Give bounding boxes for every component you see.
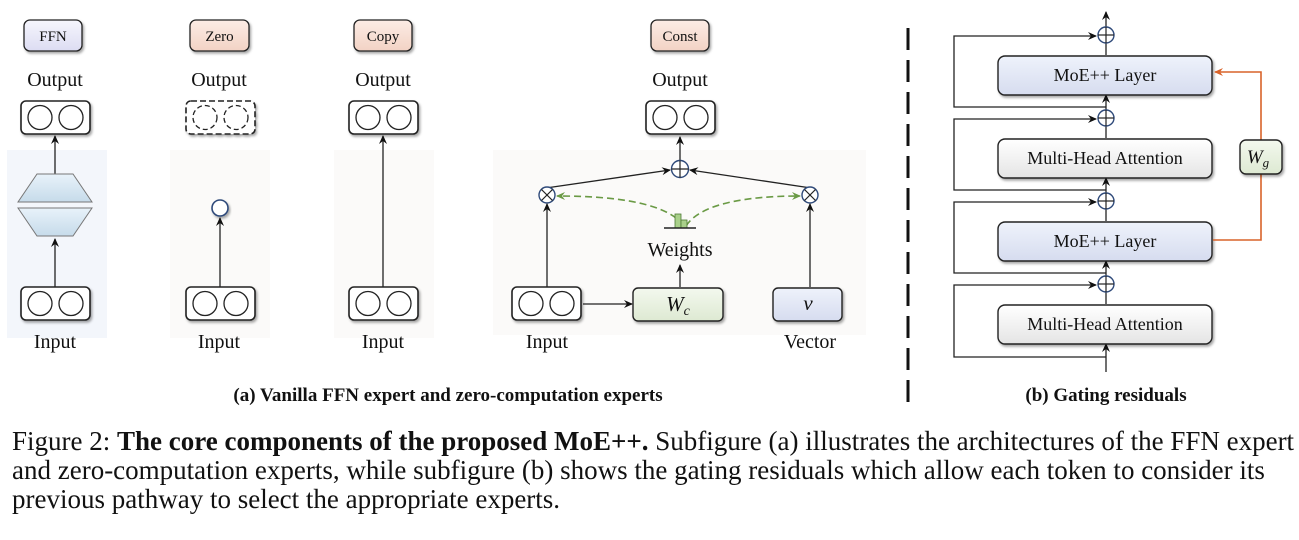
wc-box — [632, 287, 724, 322]
const-right-to-add — [689, 167, 812, 189]
subcaption-a: (a) Vanilla FFN expert and zero-computat… — [233, 385, 662, 406]
residual-loop-1 — [953, 281, 1106, 358]
zero-tag — [189, 19, 250, 52]
const-left-to-add — [545, 167, 671, 189]
copy-tag — [353, 19, 413, 52]
wg-letter: W — [1247, 147, 1265, 168]
caption-body: Subfigure (a) illustrates the architectu… — [12, 426, 1295, 514]
residual-loop-4 — [953, 32, 1106, 108]
weight-right-dashed-arrow — [685, 192, 801, 227]
gate-path-lower — [1213, 174, 1262, 241]
copy-output-label: Output — [355, 69, 411, 91]
ffn-input-label: Input — [34, 331, 77, 353]
layer-box-mha-bottom — [997, 304, 1213, 345]
vector-label: Vector — [784, 331, 837, 353]
ffn-expert: FFN Output Input — [17, 19, 93, 353]
layer-label: MoE++ Layer — [1054, 65, 1157, 85]
caption-prefix: Figure 2: — [12, 426, 117, 456]
residual-loop-3 — [953, 115, 1106, 191]
const-add-icon — [670, 159, 690, 179]
copy-tag-label: Copy — [367, 29, 400, 45]
zero-node-icon — [211, 199, 229, 217]
zero-output-vector-dashed — [185, 100, 256, 135]
wg-box — [1239, 139, 1283, 175]
copy-input-label: Input — [362, 331, 405, 353]
ffn-tag-label: FFN — [39, 29, 67, 45]
const-multiply-right-icon — [801, 186, 819, 204]
gating-residuals-diagram: Multi-Head Attention MoE++ Layer Multi-H… — [953, 11, 1283, 372]
layer-box-mha-top — [997, 138, 1213, 179]
v-label: v — [803, 291, 813, 315]
gate-path-upper — [1214, 68, 1262, 140]
add-icon — [1097, 26, 1115, 44]
zero-input-label: Input — [198, 331, 241, 353]
zero-expert: Zero Output Input — [185, 19, 256, 353]
weights-label: Weights — [647, 239, 712, 261]
const-tag — [650, 19, 710, 52]
copy-expert: Copy Output Input — [348, 19, 419, 353]
layer-box-moe-bottom — [997, 221, 1213, 262]
const-input-label: Input — [526, 331, 569, 353]
add-icon — [1097, 275, 1115, 293]
layer-box-moe-top — [997, 55, 1213, 96]
figure-canvas: FFN Output Input Zero Output — [7, 11, 1283, 410]
ffn-up-projection — [17, 173, 93, 203]
weight-left-dashed-arrow — [556, 192, 685, 227]
layer-label: Multi-Head Attention — [1027, 314, 1182, 334]
wc-letter: W — [666, 292, 686, 316]
wg-subscript: g — [1263, 155, 1270, 170]
ffn-input-vector — [20, 286, 91, 321]
ffn-output-label: Output — [27, 69, 83, 91]
figure-caption: Figure 2: The core components of the pro… — [12, 427, 1297, 514]
wg-label: Wg — [1247, 147, 1270, 170]
const-expert: Const Output — [511, 19, 843, 353]
copy-input-vector — [348, 286, 419, 321]
layer-label: Multi-Head Attention — [1027, 148, 1182, 168]
ffn-tag — [23, 19, 83, 52]
const-input-vector — [511, 286, 582, 321]
wc-label: Wc — [666, 292, 691, 319]
ffn-output-vector — [20, 100, 91, 135]
const-output-label: Output — [652, 69, 708, 91]
zero-output-label: Output — [191, 69, 247, 91]
const-multiply-left-icon — [538, 186, 556, 204]
caption-bold-title: The core components of the proposed MoE+… — [117, 426, 649, 456]
subcaption-b: (b) Gating residuals — [1025, 385, 1186, 406]
residual-loop-2 — [953, 198, 1106, 274]
const-output-vector — [645, 100, 716, 135]
add-icon — [1097, 109, 1115, 127]
zero-tag-label: Zero — [205, 29, 233, 45]
wc-subscript: c — [684, 304, 691, 319]
ffn-down-projection — [17, 207, 93, 237]
zero-input-vector — [185, 286, 256, 321]
copy-output-vector — [348, 100, 419, 135]
add-icon — [1097, 192, 1115, 210]
weights-bar-icon — [664, 213, 696, 229]
const-tag-label: Const — [662, 29, 698, 45]
v-box — [772, 287, 843, 322]
layer-label: MoE++ Layer — [1054, 231, 1157, 251]
